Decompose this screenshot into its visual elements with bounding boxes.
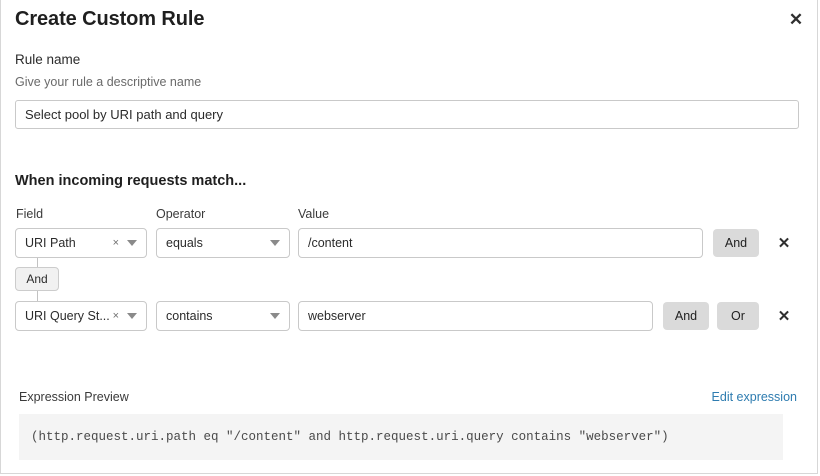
group-logic-chip[interactable]: And	[15, 267, 59, 291]
expression-preview-label: Expression Preview	[19, 390, 129, 404]
condition-row: URI Path × equals And ✕	[1, 228, 819, 258]
column-header-operator: Operator	[156, 207, 206, 221]
edit-expression-link[interactable]: Edit expression	[711, 390, 797, 404]
column-header-field: Field	[16, 207, 44, 221]
condition-row: URI Query St... × contains And Or ✕	[1, 301, 819, 331]
clear-icon[interactable]: ×	[112, 237, 119, 249]
expression-preview-text: (http.request.uri.path eq "/content" and…	[19, 414, 783, 460]
field-select-1[interactable]: URI Path ×	[15, 228, 147, 258]
conditions-section-title: When incoming requests match...	[15, 173, 247, 189]
operator-select-1-value: equals	[166, 236, 203, 250]
operator-select-1[interactable]: equals	[156, 228, 290, 258]
chevron-down-icon[interactable]	[127, 313, 137, 319]
or-button-2[interactable]: Or	[717, 302, 759, 330]
operator-select-2-value: contains	[166, 309, 213, 323]
chevron-down-icon[interactable]	[270, 313, 280, 319]
close-icon[interactable]: ✕	[783, 6, 809, 32]
rule-name-input[interactable]	[15, 100, 799, 129]
operator-select-2[interactable]: contains	[156, 301, 290, 331]
field-select-2[interactable]: URI Query St... ×	[15, 301, 147, 331]
delete-condition-icon-1[interactable]: ✕	[773, 229, 795, 257]
delete-condition-icon-2[interactable]: ✕	[773, 302, 795, 330]
rule-name-label: Rule name	[15, 52, 81, 67]
dialog-title: Create Custom Rule	[15, 8, 205, 30]
chevron-down-icon[interactable]	[270, 240, 280, 246]
value-input-2[interactable]	[298, 301, 653, 331]
chevron-down-icon[interactable]	[127, 240, 137, 246]
and-button-2[interactable]: And	[663, 302, 709, 330]
field-select-2-value: URI Query St...	[25, 309, 109, 323]
clear-icon[interactable]: ×	[112, 310, 119, 322]
field-select-1-value: URI Path	[25, 236, 76, 250]
value-input-1[interactable]	[298, 228, 703, 258]
and-button-1[interactable]: And	[713, 229, 759, 257]
rule-name-description: Give your rule a descriptive name	[15, 75, 202, 89]
column-header-value: Value	[298, 207, 330, 221]
